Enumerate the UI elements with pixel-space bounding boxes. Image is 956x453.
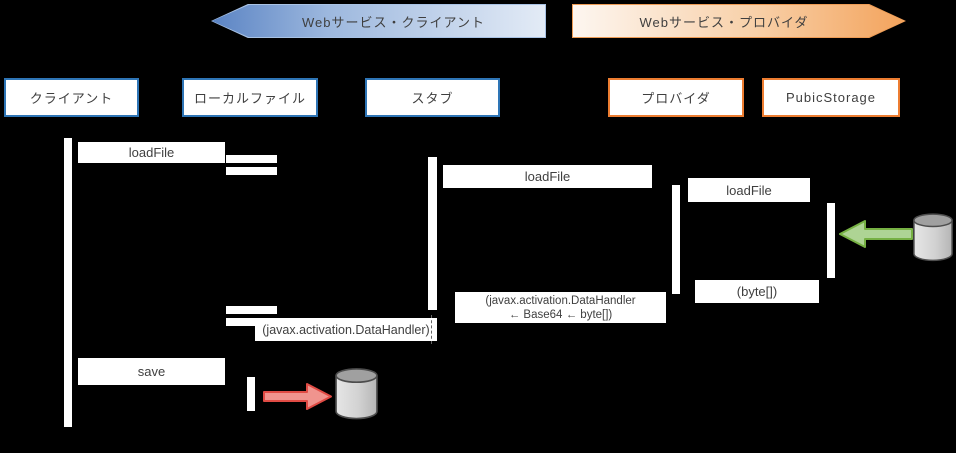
provider-banner-label: Webサービス・プロバイダ xyxy=(639,14,809,30)
client-banner-label: Webサービス・クライアント xyxy=(302,14,485,30)
lifeline-localfile-label: ローカルファイル xyxy=(193,91,306,106)
message-return-datahandler-label: (javax.activation.DataHandler) xyxy=(262,322,430,337)
message-loadfile-stub: loadFile xyxy=(443,165,652,188)
activation-bar-storage xyxy=(827,203,835,278)
call-bar-localfile xyxy=(226,155,277,163)
lifeline-stub-label: スタブ xyxy=(411,91,454,106)
message-return-bytes-label: (byte[]) xyxy=(736,284,778,299)
remote-database-icon xyxy=(912,212,954,263)
lifeline-provider: プロバイダ xyxy=(608,78,744,117)
call-bar-localfile-2 xyxy=(226,306,277,314)
lifeline-client: クライアント xyxy=(4,78,139,117)
message-return-datahandler: (javax.activation.DataHandler) xyxy=(255,318,437,341)
provider-banner: Webサービス・プロバイダ xyxy=(572,4,906,38)
lifeline-provider-label: プロバイダ xyxy=(641,91,711,106)
activation-bar-stub xyxy=(428,157,437,310)
lifeline-storage: PubicStorage xyxy=(762,78,900,117)
lifeline-stub: スタブ xyxy=(365,78,500,117)
message-return-datahandler-base64-line2: ← Base64 ← byte[]) xyxy=(508,308,613,321)
message-loadfile-provider: loadFile xyxy=(688,178,810,202)
message-loadfile-local-label: loadFile xyxy=(128,145,175,160)
lifeline-client-label: クライアント xyxy=(29,91,114,106)
return-bar-localfile-2 xyxy=(226,318,277,326)
return-bar-localfile xyxy=(226,167,277,175)
activation-bar-provider xyxy=(672,185,680,294)
provider-banner-shape: Webサービス・プロバイダ xyxy=(573,5,905,37)
message-loadfile-local: loadFile xyxy=(78,142,225,163)
message-loadfile-stub-label: loadFile xyxy=(524,169,571,184)
activation-bar-client xyxy=(64,138,72,427)
stub-lifeline-dash xyxy=(431,315,432,344)
local-database-icon xyxy=(334,367,379,421)
message-save-label: save xyxy=(137,364,166,379)
client-banner-shape: Webサービス・クライアント xyxy=(212,5,545,37)
message-return-datahandler-base64-line1: (javax.activation.DataHandler xyxy=(485,294,636,307)
read-arrow-icon xyxy=(838,219,914,249)
write-arrow-icon xyxy=(262,382,333,411)
lifeline-storage-label: PubicStorage xyxy=(785,90,877,105)
message-return-bytes: (byte[]) xyxy=(695,280,819,303)
lifeline-localfile: ローカルファイル xyxy=(182,78,318,117)
message-loadfile-provider-label: loadFile xyxy=(726,182,772,198)
message-return-datahandler-base64: (javax.activation.DataHandler ← Base64 ←… xyxy=(455,292,666,323)
message-save: save xyxy=(78,358,225,385)
client-banner: Webサービス・クライアント xyxy=(211,4,546,38)
activation-bar-localfile-save xyxy=(247,377,255,411)
